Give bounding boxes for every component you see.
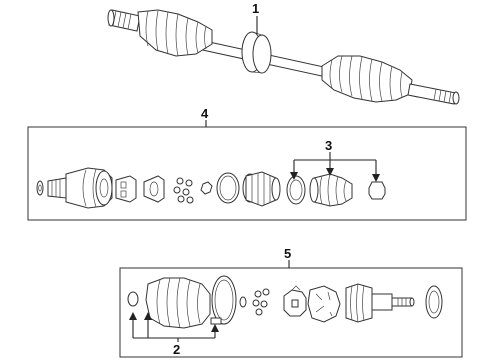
callout-2: 2: [173, 342, 180, 357]
callout-5: 5: [284, 246, 291, 261]
boot-kit-3-parts[interactable]: [286, 173, 386, 207]
outer-joint-kit-box: [27, 126, 467, 221]
outer-joint-kit-parts[interactable]: [36, 167, 281, 209]
inner-joint-kit-parts[interactable]: [127, 275, 443, 329]
axle-shaft-assembly[interactable]: [107, 9, 460, 105]
callout-3-leaders: [290, 152, 380, 182]
callout-1: 1: [252, 1, 259, 16]
callout-3: 3: [325, 138, 332, 153]
callout-2-leaders: [129, 312, 219, 342]
inner-joint-kit-box: [119, 267, 463, 358]
callout-4: 4: [201, 106, 209, 121]
